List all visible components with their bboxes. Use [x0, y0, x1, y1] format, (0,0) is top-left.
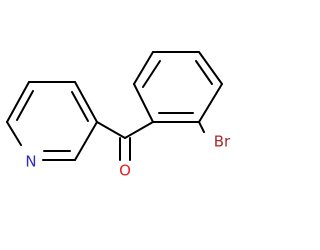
- bond: [142, 60, 161, 88]
- bond: [124, 121, 154, 139]
- molecule-drawing: N O Br: [6, 51, 231, 180]
- structure-canvas: N O Br: [6, 51, 232, 180]
- bond: [96, 121, 126, 139]
- carbonyl-group: [96, 121, 154, 161]
- bond: [198, 83, 223, 123]
- bond: [198, 51, 223, 85]
- bond: [195, 60, 213, 85]
- bond: [133, 83, 154, 123]
- bond: [16, 90, 34, 121]
- bond: [74, 121, 98, 161]
- bond: [6, 81, 30, 123]
- bond: [198, 121, 205, 133]
- phenyl-ring: [133, 51, 223, 133]
- bond: [71, 91, 89, 122]
- pyridine-ring: [6, 81, 98, 161]
- bromine-atom-label: Br: [214, 133, 231, 151]
- nitrogen-atom-label: N: [25, 153, 36, 171]
- oxygen-atom-label: O: [119, 162, 131, 180]
- bond: [74, 81, 98, 123]
- bond: [6, 121, 22, 146]
- bond: [133, 51, 154, 85]
